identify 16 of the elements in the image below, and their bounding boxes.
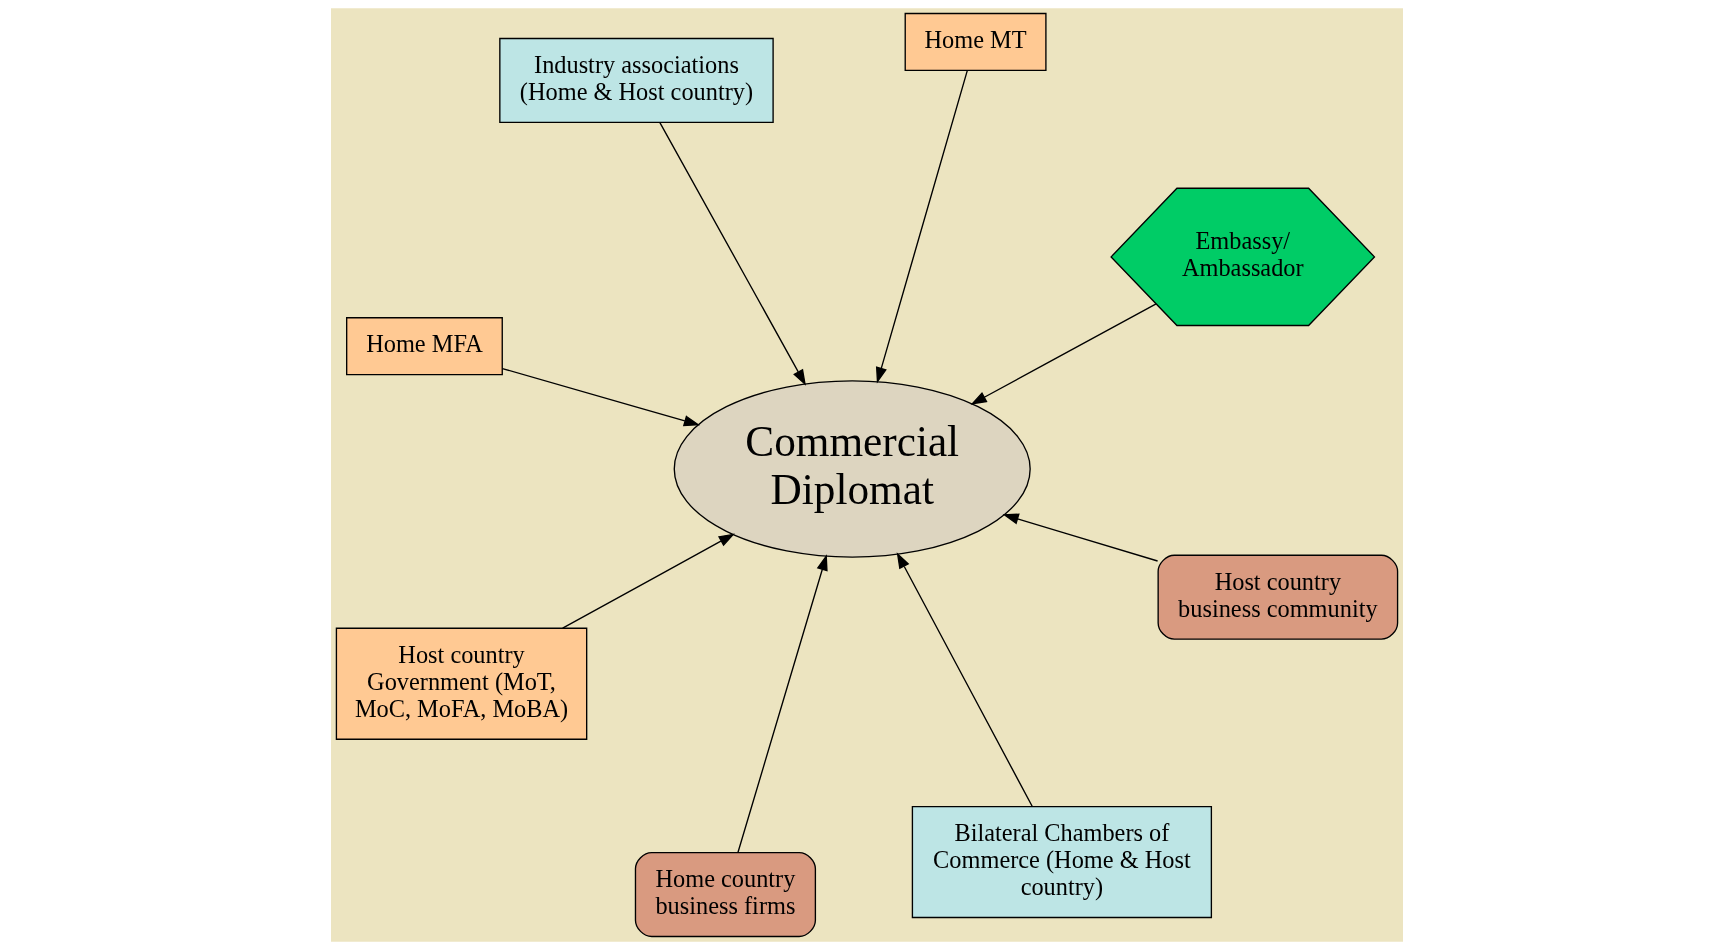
arrow — [501, 367, 700, 427]
arrow — [658, 121, 806, 386]
node-box: Home country business firms — [634, 851, 816, 938]
node-ellipse: Commercial Diplomat — [673, 380, 1031, 558]
node-box: Host country Government (MoT, MoC, MoFA, MoBA) — [335, 627, 587, 740]
arrow — [875, 69, 968, 384]
node-box: Bilateral Chambers of Commerce (Home & Host country) — [911, 805, 1212, 919]
arrow — [561, 533, 735, 629]
node-box: Industry associations (Home & Host country) — [498, 37, 774, 124]
arrow — [1002, 513, 1158, 562]
arrow — [970, 303, 1157, 405]
arrow — [896, 552, 1033, 808]
node-box: Home MT — [904, 12, 1047, 72]
node-box: Host country business community — [1156, 554, 1398, 640]
node-box: Home MFA — [345, 317, 503, 376]
arrow — [736, 554, 828, 854]
